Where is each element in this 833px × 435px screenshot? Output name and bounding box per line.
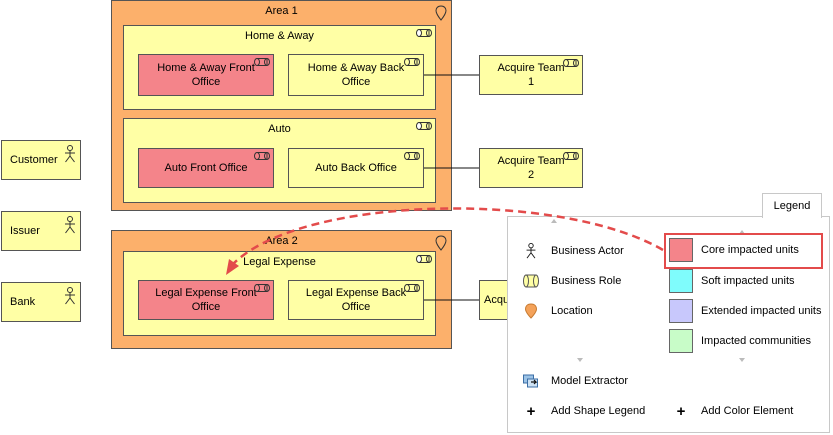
actor-customer[interactable]: Customer	[1, 140, 81, 180]
legend-item-label: Soft impacted units	[701, 275, 795, 287]
legend-item-label: Business Role	[551, 275, 622, 287]
business-actor-icon	[65, 287, 75, 305]
node-label: Auto Back Office	[315, 162, 397, 174]
dashed-arrow-path	[231, 207, 664, 266]
area-1-title: Area 1	[265, 5, 298, 17]
node-legal-expense-back-office[interactable]: Legal Expense Back Office	[288, 280, 424, 320]
legend-color-impacted-communities[interactable]: Impacted communities	[669, 329, 811, 353]
add-shape-legend-label: Add Shape Legend	[551, 405, 646, 417]
node-label: Home & Away Back Office	[307, 62, 405, 88]
legend-item-label: Extended impacted units	[701, 305, 822, 317]
business-role-icon	[416, 255, 432, 263]
highlight-box	[664, 233, 823, 269]
business-role-icon	[254, 152, 270, 160]
business-actor-icon	[523, 243, 539, 259]
scroll-up-indicator[interactable]	[739, 230, 745, 234]
legend-tab[interactable]: Legend	[762, 193, 822, 218]
legend-item-label: Core impacted units	[701, 244, 799, 256]
node-acquire-team-2[interactable]: Acquire Team 2	[479, 148, 583, 188]
business-role-icon	[254, 284, 270, 292]
legend-color-core-impacted[interactable]: Core impacted units	[669, 238, 799, 262]
add-color-element-label: Add Color Element	[701, 405, 794, 417]
add-shape-legend-button[interactable]: + Add Shape Legend	[523, 402, 646, 420]
legend-item-label: Location	[551, 305, 593, 317]
business-role-icon	[404, 152, 420, 160]
node-home-away-front-office[interactable]: Home & Away Front Office	[138, 54, 274, 96]
location-icon	[435, 5, 447, 21]
node-label: Acquire Team 1	[497, 62, 565, 88]
color-swatch	[669, 238, 693, 262]
business-actor-icon	[65, 145, 75, 163]
legend-item-location[interactable]: Location	[523, 303, 593, 319]
color-swatch	[669, 269, 693, 293]
scroll-up-indicator[interactable]	[551, 219, 557, 223]
actor-bank[interactable]: Bank	[1, 282, 81, 322]
scroll-down-indicator[interactable]	[739, 358, 745, 362]
legend-color-soft-impacted[interactable]: Soft impacted units	[669, 269, 795, 293]
model-extractor-icon	[523, 373, 539, 389]
business-role-icon	[254, 58, 270, 66]
actor-label: Bank	[10, 296, 36, 308]
color-swatch	[669, 299, 693, 323]
legend-panel	[507, 216, 830, 433]
actor-label: Customer	[10, 154, 58, 166]
business-role-icon	[563, 59, 579, 67]
scroll-down-indicator[interactable]	[577, 358, 583, 362]
business-role-icon	[404, 58, 420, 66]
actor-label: Issuer	[10, 225, 40, 237]
node-home-away-back-office[interactable]: Home & Away Back Office	[288, 54, 424, 96]
business-role-icon	[416, 122, 432, 130]
node-label: Home & Away Front Office	[157, 62, 255, 88]
model-extractor-label: Model Extractor	[551, 375, 629, 387]
node-auto-front-office[interactable]: Auto Front Office	[138, 148, 274, 188]
business-role-icon	[416, 29, 432, 37]
node-acquire-team-1[interactable]: Acquire Team 1	[479, 55, 583, 95]
node-label: Acqui	[484, 294, 512, 306]
location-icon	[523, 303, 539, 319]
legend-item-business-actor[interactable]: Business Actor	[523, 243, 624, 259]
legend-item-business-role[interactable]: Business Role	[523, 273, 621, 289]
plus-icon: +	[526, 402, 536, 420]
business-role-icon	[523, 273, 539, 289]
node-legal-expense-front-office[interactable]: Legal Expense Front Office	[138, 280, 274, 320]
legend-color-extended-impacted[interactable]: Extended impacted units	[669, 299, 821, 323]
business-role-icon	[404, 284, 420, 292]
group-legal-expense-title: Legal Expense	[243, 256, 316, 268]
legend-item-label: Impacted communities	[701, 335, 812, 347]
legend-item-label: Business Actor	[551, 245, 624, 257]
node-label: Acquire Team 2	[497, 155, 565, 181]
node-label: Auto Front Office	[164, 162, 248, 174]
business-role-icon	[563, 152, 579, 160]
node-label: Legal Expense Back Office	[305, 287, 407, 313]
location-icon	[435, 235, 447, 251]
actor-issuer[interactable]: Issuer	[1, 211, 81, 251]
group-auto-title: Auto	[268, 123, 291, 135]
node-label: Legal Expense Front Office	[155, 287, 257, 313]
area-2-title: Area 2	[265, 235, 298, 247]
color-swatch	[669, 329, 693, 353]
dashed-arrow-head	[226, 259, 239, 275]
add-color-element-button[interactable]: + Add Color Element	[673, 402, 794, 420]
model-extractor-button[interactable]: Model Extractor	[523, 373, 628, 389]
group-home-away-title: Home & Away	[245, 30, 314, 42]
node-auto-back-office[interactable]: Auto Back Office	[288, 148, 424, 188]
plus-icon: +	[676, 402, 686, 420]
business-actor-icon	[65, 216, 75, 234]
legend-tab-label: Legend	[773, 200, 811, 212]
